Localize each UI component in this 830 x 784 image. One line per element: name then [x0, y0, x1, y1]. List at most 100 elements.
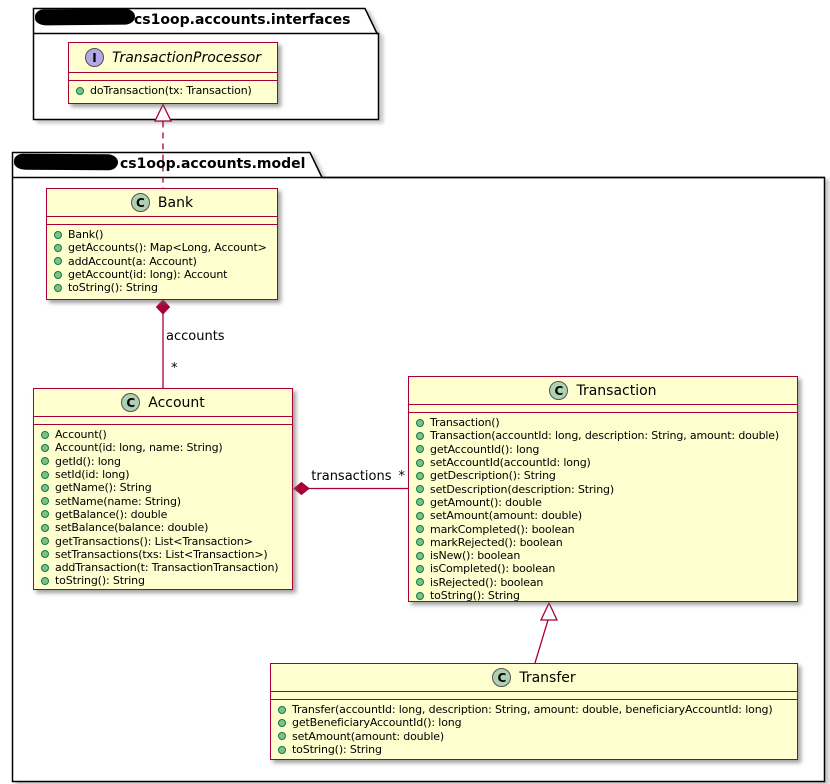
public-method-icon	[76, 86, 84, 95]
method-label: toString(): String	[55, 574, 145, 588]
method-label: markRejected(): boolean	[430, 535, 563, 549]
public-method-icon	[41, 550, 49, 559]
method-label: setName(name: String)	[55, 494, 181, 508]
public-method-icon	[278, 705, 286, 714]
method-row: getDescription(): String	[416, 469, 790, 482]
method-row: toString(): String	[41, 574, 285, 587]
class-spot-icon: C	[121, 393, 141, 412]
method-label: markCompleted(): boolean	[430, 522, 575, 536]
multiplicity-label: *	[171, 361, 178, 376]
interface-name: TransactionProcessor	[111, 49, 262, 66]
public-method-icon	[278, 718, 286, 727]
relation-label-text: transactions	[311, 469, 392, 484]
public-method-icon	[416, 418, 424, 427]
multiplicity-label: *	[398, 469, 406, 484]
public-method-icon	[416, 485, 424, 494]
composition-diamond-icon	[155, 299, 171, 315]
method-label: setDescription(description: String)	[430, 482, 614, 496]
method-label: getAmount(): double	[430, 495, 542, 509]
extension-triangle-icon	[539, 601, 559, 621]
method-row: addTransaction(t: TransactionTransaction…	[41, 561, 285, 574]
method-row: Transfer(accountId: long, description: S…	[278, 703, 790, 716]
class-title: C Bank	[47, 189, 277, 217]
public-method-icon	[41, 470, 49, 479]
public-method-icon	[41, 510, 49, 519]
public-method-icon	[416, 471, 424, 480]
class-box-account: C Account Account() Account(id: long, na…	[33, 388, 293, 590]
method-label: setAccountId(accountId: long)	[430, 456, 591, 470]
method-label: Transaction()	[430, 416, 500, 430]
method-row: Account(id: long, name: String)	[41, 441, 285, 454]
method-label: isNew(): boolean	[430, 549, 521, 563]
method-label: getAccountId(): long	[430, 442, 540, 456]
methods-compartment: Transaction() Transaction(accountId: lon…	[409, 413, 797, 605]
public-method-icon	[416, 431, 424, 440]
method-row: isCompleted(): boolean	[416, 562, 790, 575]
fields-compartment	[34, 417, 292, 425]
public-method-icon	[278, 732, 286, 741]
method-row: markCompleted(): boolean	[416, 522, 790, 536]
class-spot-icon: C	[492, 668, 512, 687]
public-method-icon	[41, 497, 49, 506]
class-name: Transfer	[519, 669, 576, 686]
class-title: C Transaction	[409, 377, 797, 405]
method-row: addAccount(a: Account)	[54, 255, 270, 268]
methods-compartment: Account() Account(id: long, name: String…	[34, 425, 292, 591]
method-row: getAccounts(): Map<Long, Account>	[54, 241, 270, 254]
method-label: isCompleted(): boolean	[430, 562, 556, 576]
method-row: toString(): String	[278, 743, 790, 756]
class-spot-icon: C	[549, 381, 569, 400]
method-row: getAmount(): double	[416, 496, 790, 509]
redaction-blob	[34, 8, 136, 26]
class-name: Bank	[157, 194, 194, 211]
public-method-icon	[41, 430, 49, 439]
method-label: addTransaction(t: TransactionTransaction…	[55, 561, 279, 575]
public-method-icon	[416, 551, 424, 560]
method-label: isRejected(): boolean	[430, 575, 544, 589]
method-row: setName(name: String)	[41, 494, 285, 508]
method-row: getBeneficiaryAccountId(): long	[278, 716, 790, 729]
public-method-icon	[416, 511, 424, 520]
method-row: getBalance(): double	[41, 508, 285, 521]
class-title: C Account	[34, 389, 292, 417]
method-label: getTransactions(): List<Transaction>	[55, 534, 253, 548]
relation-label-accounts: accounts	[166, 329, 225, 344]
public-method-icon	[416, 498, 424, 507]
public-method-icon	[54, 257, 62, 266]
method-row: setId(id: long)	[41, 468, 285, 481]
public-method-icon	[41, 443, 49, 452]
method-row: isNew(): boolean	[416, 549, 790, 562]
method-label: setBalance(balance: double)	[55, 521, 209, 535]
public-method-icon	[54, 270, 62, 279]
class-spot-icon: C	[130, 193, 150, 212]
fields-compartment	[47, 217, 277, 225]
method-row: getId(): long	[41, 455, 285, 468]
method-label: toString(): String	[292, 743, 382, 757]
methods-compartment: doTransaction(tx: Transaction)	[69, 81, 277, 100]
relation-label-transactions: transactions *	[300, 469, 405, 484]
public-method-icon	[416, 578, 424, 587]
public-method-icon	[41, 576, 49, 585]
public-method-icon	[41, 457, 49, 466]
method-row: setAmount(amount: double)	[278, 730, 790, 743]
public-method-icon	[416, 591, 424, 600]
method-label: setAmount(amount: double)	[292, 729, 445, 743]
method-row: Account()	[41, 428, 285, 441]
fields-compartment	[409, 405, 797, 413]
method-label: getAccount(id: long): Account	[68, 268, 228, 282]
method-label: Transfer(accountId: long, description: S…	[292, 703, 773, 717]
package-interfaces-title: cs1oop.accounts.interfaces	[134, 12, 351, 28]
method-row: markRejected(): boolean	[416, 536, 790, 549]
redaction-blob	[13, 153, 119, 171]
interface-title: I TransactionProcessor	[69, 43, 277, 73]
method-row: isRejected(): boolean	[416, 576, 790, 589]
method-row: getName(): String	[41, 481, 285, 494]
interface-box-transactionprocessor: I TransactionProcessor doTransaction(tx:…	[68, 42, 278, 104]
method-label: getName(): String	[55, 481, 152, 495]
class-box-transfer: C Transfer Transfer(accountId: long, des…	[270, 663, 798, 760]
method-label: Account()	[55, 428, 107, 442]
method-row: setAmount(amount: double)	[416, 509, 790, 522]
method-label: addAccount(a: Account)	[68, 254, 197, 268]
public-method-icon	[278, 745, 286, 754]
